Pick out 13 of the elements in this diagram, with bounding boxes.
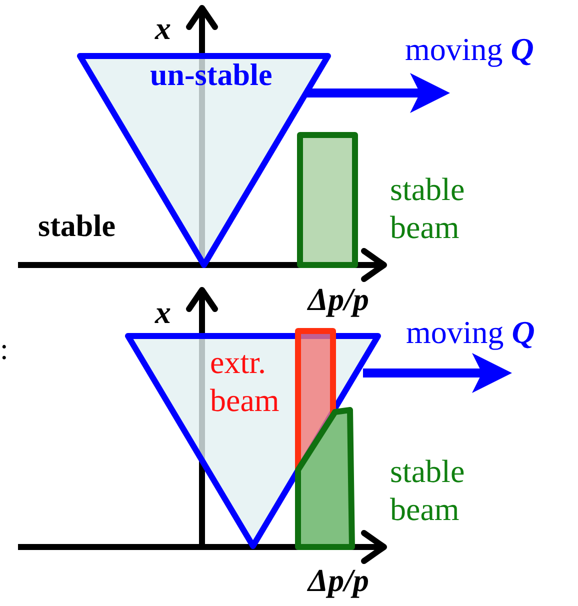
colon-mark: : bbox=[0, 335, 8, 365]
direction-label: moving Q bbox=[405, 33, 534, 65]
axis-label: x bbox=[155, 296, 171, 328]
axis-label: x bbox=[155, 12, 171, 44]
beam-label: stable beam bbox=[390, 170, 466, 247]
direction-label: moving Q bbox=[406, 316, 535, 348]
axis-label: Δp/p bbox=[308, 283, 369, 315]
region-label: stable bbox=[38, 210, 116, 241]
beam-rectangle bbox=[297, 132, 358, 268]
region-label: un-stable bbox=[150, 59, 272, 90]
beam-label: stable beam bbox=[390, 452, 466, 529]
beam-label: extr. beam bbox=[210, 343, 280, 420]
axis-label: Δp/p bbox=[308, 564, 369, 596]
